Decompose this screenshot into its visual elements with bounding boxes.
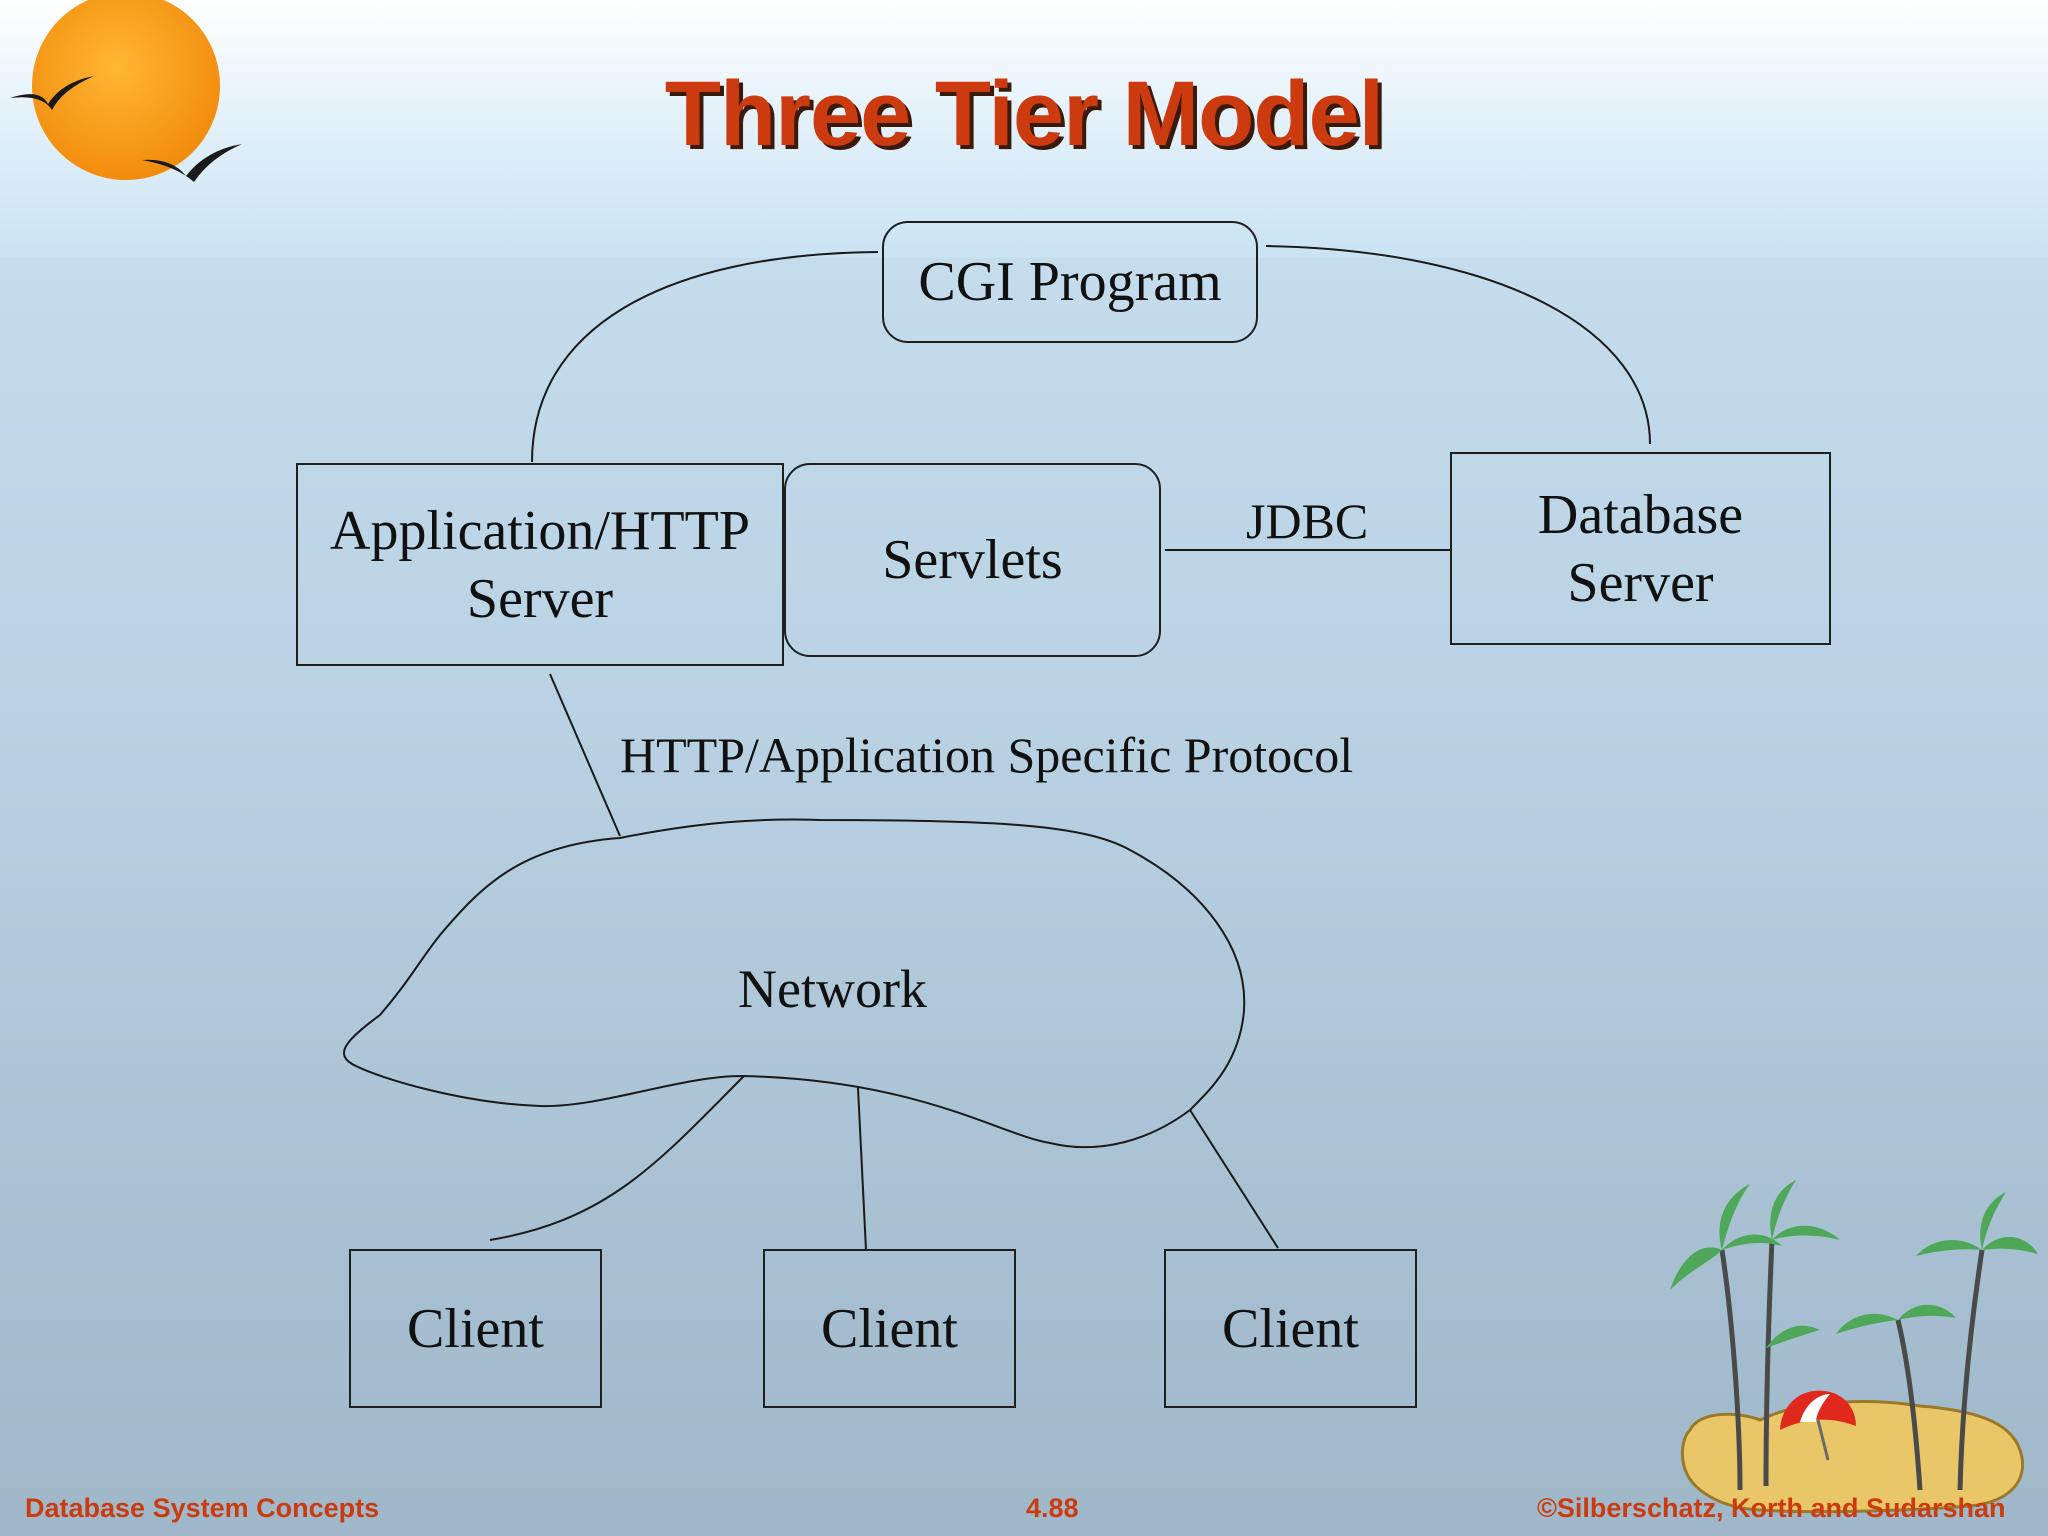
jdbc-label: JDBC xyxy=(1246,493,1369,549)
sun-with-birds-icon xyxy=(10,0,242,182)
connector-app-cgi xyxy=(531,251,879,463)
database-server-box: Database Server xyxy=(1450,452,1831,645)
client-box-3: Client xyxy=(1164,1249,1417,1408)
app-server-box: Application/HTTP Server xyxy=(296,463,784,666)
network-label: Network xyxy=(738,959,927,1019)
client-label-2: Client xyxy=(821,1297,958,1360)
database-server-label-line1: Database xyxy=(1537,483,1744,546)
servlets-label: Servlets xyxy=(882,529,1063,591)
page-title: Three Tier Model xyxy=(664,63,1384,165)
footer-slide-number: 4.88 xyxy=(1026,1493,1079,1523)
servlets-box: Servlets xyxy=(784,463,1161,657)
database-server-label-line2: Server xyxy=(1567,551,1714,614)
cgi-program-box: CGI Program xyxy=(882,221,1258,343)
connector-client-3 xyxy=(1189,1109,1279,1249)
client-box-1: Client xyxy=(349,1249,602,1408)
app-server-label-line1: Application/HTTP xyxy=(330,499,750,562)
network-cloud-outline xyxy=(343,818,1246,1149)
connector-client-1 xyxy=(489,1075,745,1241)
footer-course-name: Database System Concepts xyxy=(25,1493,380,1523)
header-band xyxy=(0,0,2048,258)
cgi-program-label: CGI Program xyxy=(918,251,1222,313)
palm-island-icon xyxy=(1670,1180,2038,1514)
connector-client-2 xyxy=(857,1087,867,1251)
client-label-3: Client xyxy=(1222,1297,1359,1360)
footer-copyright: ©Silberschatz, Korth and Sudarshan xyxy=(1537,1493,2006,1523)
client-label-1: Client xyxy=(407,1297,544,1360)
connector-cgi-db xyxy=(1265,245,1651,445)
app-server-label-line2: Server xyxy=(466,567,614,630)
client-box-2: Client xyxy=(763,1249,1016,1408)
connector-protocol xyxy=(549,673,621,837)
protocol-label: HTTP/Application Specific Protocol xyxy=(620,727,1354,783)
